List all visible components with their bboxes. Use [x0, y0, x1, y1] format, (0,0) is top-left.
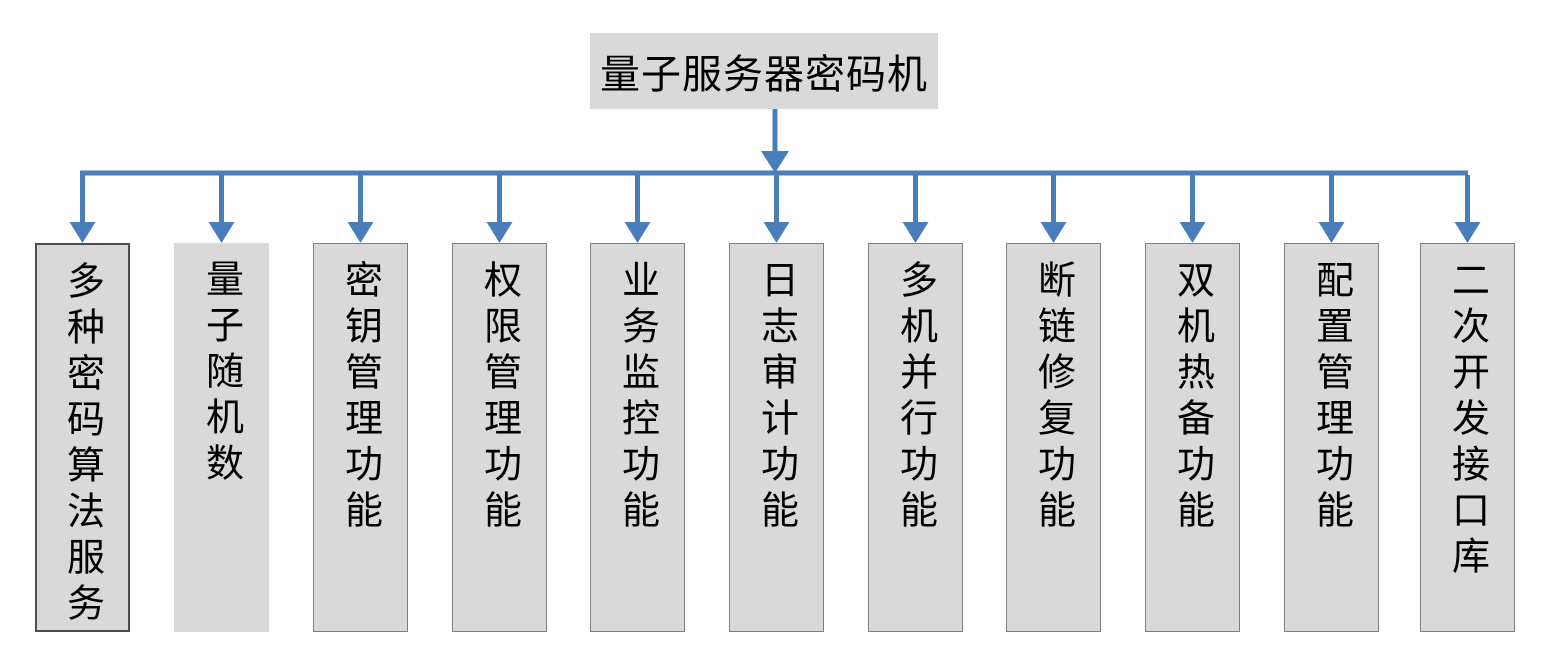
child-node-5-label: 业务监控功能 [615, 260, 660, 536]
child-node-6-label: 日志审计功能 [754, 260, 799, 536]
child-node-1-label: 多种密码算法服务 [60, 261, 105, 629]
child-node-6: 日志审计功能 [729, 243, 824, 632]
child-node-2: 量子随机数 [174, 243, 269, 632]
child-node-11: 二次开发接口库 [1420, 243, 1515, 632]
child-node-2-label: 量子随机数 [199, 259, 244, 489]
child-node-3-label: 密钥管理功能 [338, 260, 383, 536]
child-node-1: 多种密码算法服务 [35, 243, 130, 632]
child-node-5: 业务监控功能 [590, 243, 685, 632]
child-node-10-label: 配置管理功能 [1309, 260, 1354, 536]
child-node-10: 配置管理功能 [1284, 243, 1379, 632]
child-node-8: 断链修复功能 [1006, 243, 1101, 632]
child-node-7-label: 多机并行功能 [893, 260, 938, 536]
root-arrow [761, 109, 789, 173]
child-node-4-label: 权限管理功能 [477, 260, 522, 536]
child-node-3: 密钥管理功能 [313, 243, 408, 632]
root-node: 量子服务器密码机 [590, 33, 938, 109]
branch-arrows [69, 175, 1481, 243]
child-node-4: 权限管理功能 [452, 243, 547, 632]
child-node-7: 多机并行功能 [868, 243, 963, 632]
child-node-11-label: 二次开发接口库 [1445, 260, 1490, 582]
child-node-8-label: 断链修复功能 [1031, 260, 1076, 536]
child-node-9-label: 双机热备功能 [1170, 260, 1215, 536]
child-node-9: 双机热备功能 [1145, 243, 1240, 632]
